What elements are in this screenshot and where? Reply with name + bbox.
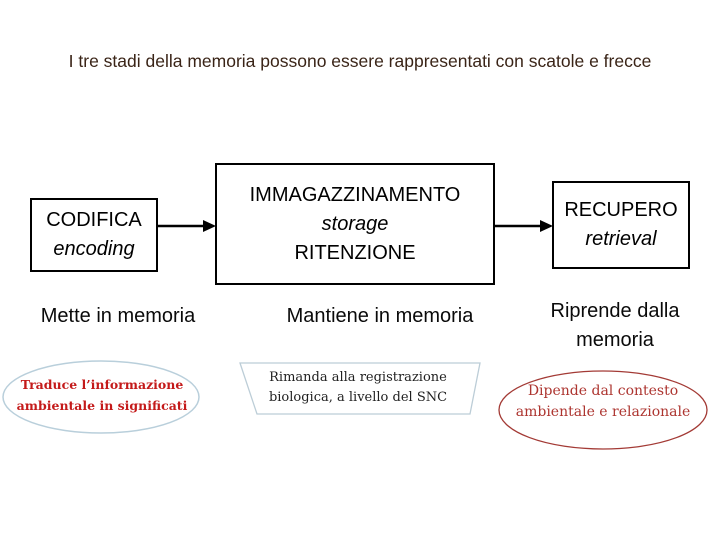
left-annotation-ellipse	[2, 360, 200, 434]
slide-title: I tre stadi della memoria possono essere…	[68, 51, 652, 71]
immagazzinamento-box: IMMAGAZZINAMENTO storage RITENZIONE	[215, 163, 495, 285]
left-annotation-line1: Traduce l’informazione	[20, 377, 184, 392]
right-annotation-line2: ambientale e relazionale	[515, 404, 691, 420]
codifica-english-label: encoding	[53, 238, 135, 260]
right-annotation-text: Dipende dal contesto ambientale e relazi…	[500, 381, 706, 423]
recupero-box: RECUPERO retrieval	[552, 181, 690, 269]
codifica-box: CODIFICA encoding	[30, 198, 158, 272]
left-annotation-line2: ambientale in significati	[16, 398, 188, 413]
storage-english-label: storage	[321, 212, 389, 235]
codifica-function-label: Mette in memoria	[40, 305, 196, 327]
middle-annotation-text: Rimanda alla registrazione biologica, a …	[242, 368, 474, 408]
flow-arrow-2-head-icon	[540, 220, 553, 232]
middle-annotation-line1: Rimanda alla registrazione	[269, 370, 447, 385]
right-annotation-ellipse	[498, 370, 708, 450]
ritenzione-label: RITENZIONE	[294, 241, 416, 264]
left-annotation-text: Traduce l’informazione ambientale in sig…	[8, 374, 196, 416]
flow-arrow-1-head-icon	[203, 220, 216, 232]
retrieval-english-label: retrieval	[585, 228, 657, 250]
immagazzinamento-label: IMMAGAZZINAMENTO	[249, 183, 461, 206]
recupero-label: RECUPERO	[564, 199, 678, 221]
recupero-function-label: Riprende dalla memoria	[550, 300, 680, 351]
immagazzinamento-function-label: Mantiene in memoria	[286, 305, 474, 327]
right-annotation-line1: Dipende dal contesto	[527, 383, 679, 399]
middle-annotation-line2: biologica, a livello del SNC	[268, 390, 448, 405]
middle-annotation-trapezoid	[239, 362, 481, 415]
codifica-label: CODIFICA	[46, 209, 142, 231]
